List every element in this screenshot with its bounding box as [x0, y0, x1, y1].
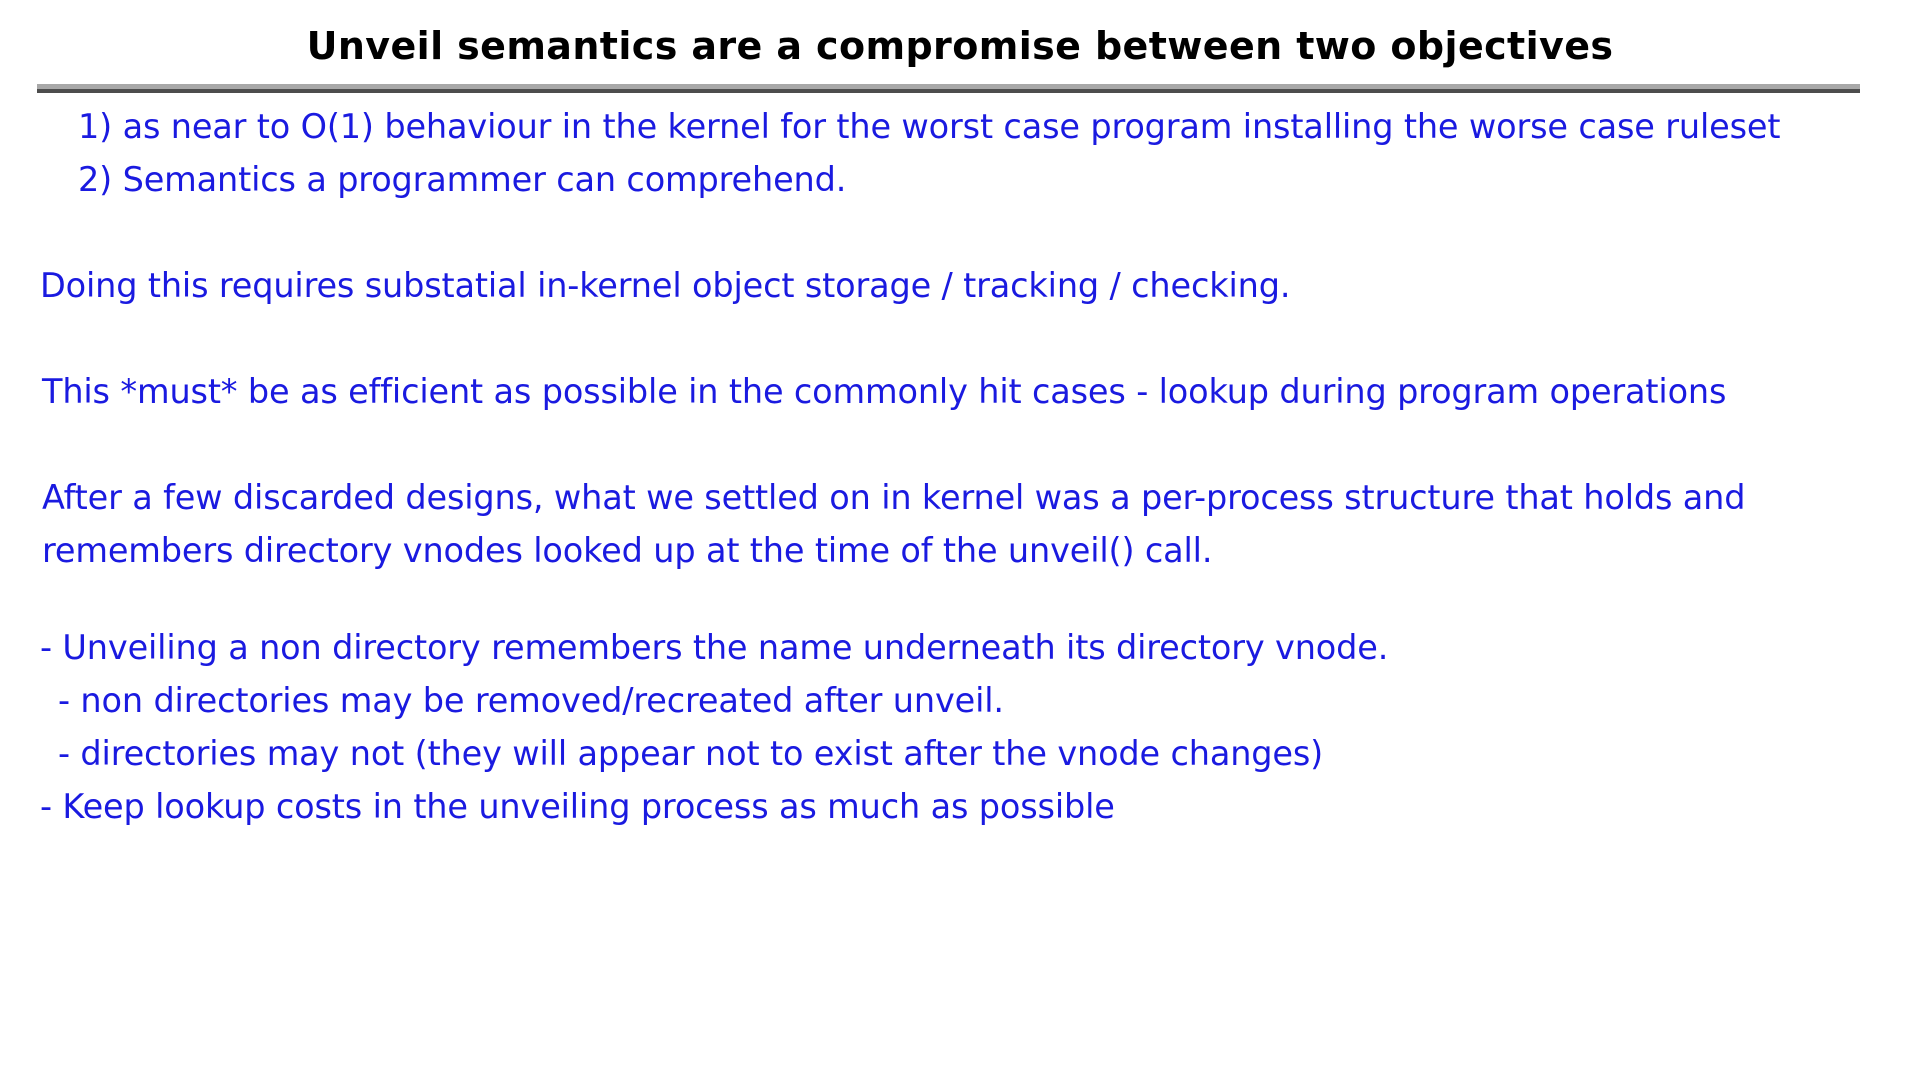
title-divider: [37, 84, 1860, 93]
paragraph-spacer-2: [30, 312, 1890, 365]
paragraph-spacer-1: [30, 206, 1890, 259]
bullet-item-2: - non directories may be removed/recreat…: [58, 681, 1004, 720]
paragraph-efficiency: This *must* be as efficient as possible …: [42, 372, 1727, 411]
paragraph-storage: Doing this requires substatial in-kernel…: [40, 266, 1291, 305]
slide-body: 1) as near to O(1) behaviour in the kern…: [30, 100, 1890, 833]
bullet-item-1: - Unveiling a non directory remembers th…: [40, 628, 1389, 667]
divider-highlight: [37, 84, 1860, 89]
divider-shadow: [37, 89, 1860, 93]
paragraph-spacer-4: [30, 577, 1890, 621]
paragraph-design: After a few discarded designs, what we s…: [42, 478, 1756, 570]
objective-1: 1) as near to O(1) behaviour in the kern…: [78, 107, 1781, 146]
slide-title: Unveil semantics are a compromise betwee…: [306, 24, 1614, 68]
bullet-item-3: - directories may not (they will appear …: [58, 734, 1324, 773]
objective-2: 2) Semantics a programmer can comprehend…: [78, 160, 847, 199]
bullet-item-4: - Keep lookup costs in the unveiling pro…: [40, 787, 1115, 826]
paragraph-spacer-3: [30, 418, 1890, 471]
